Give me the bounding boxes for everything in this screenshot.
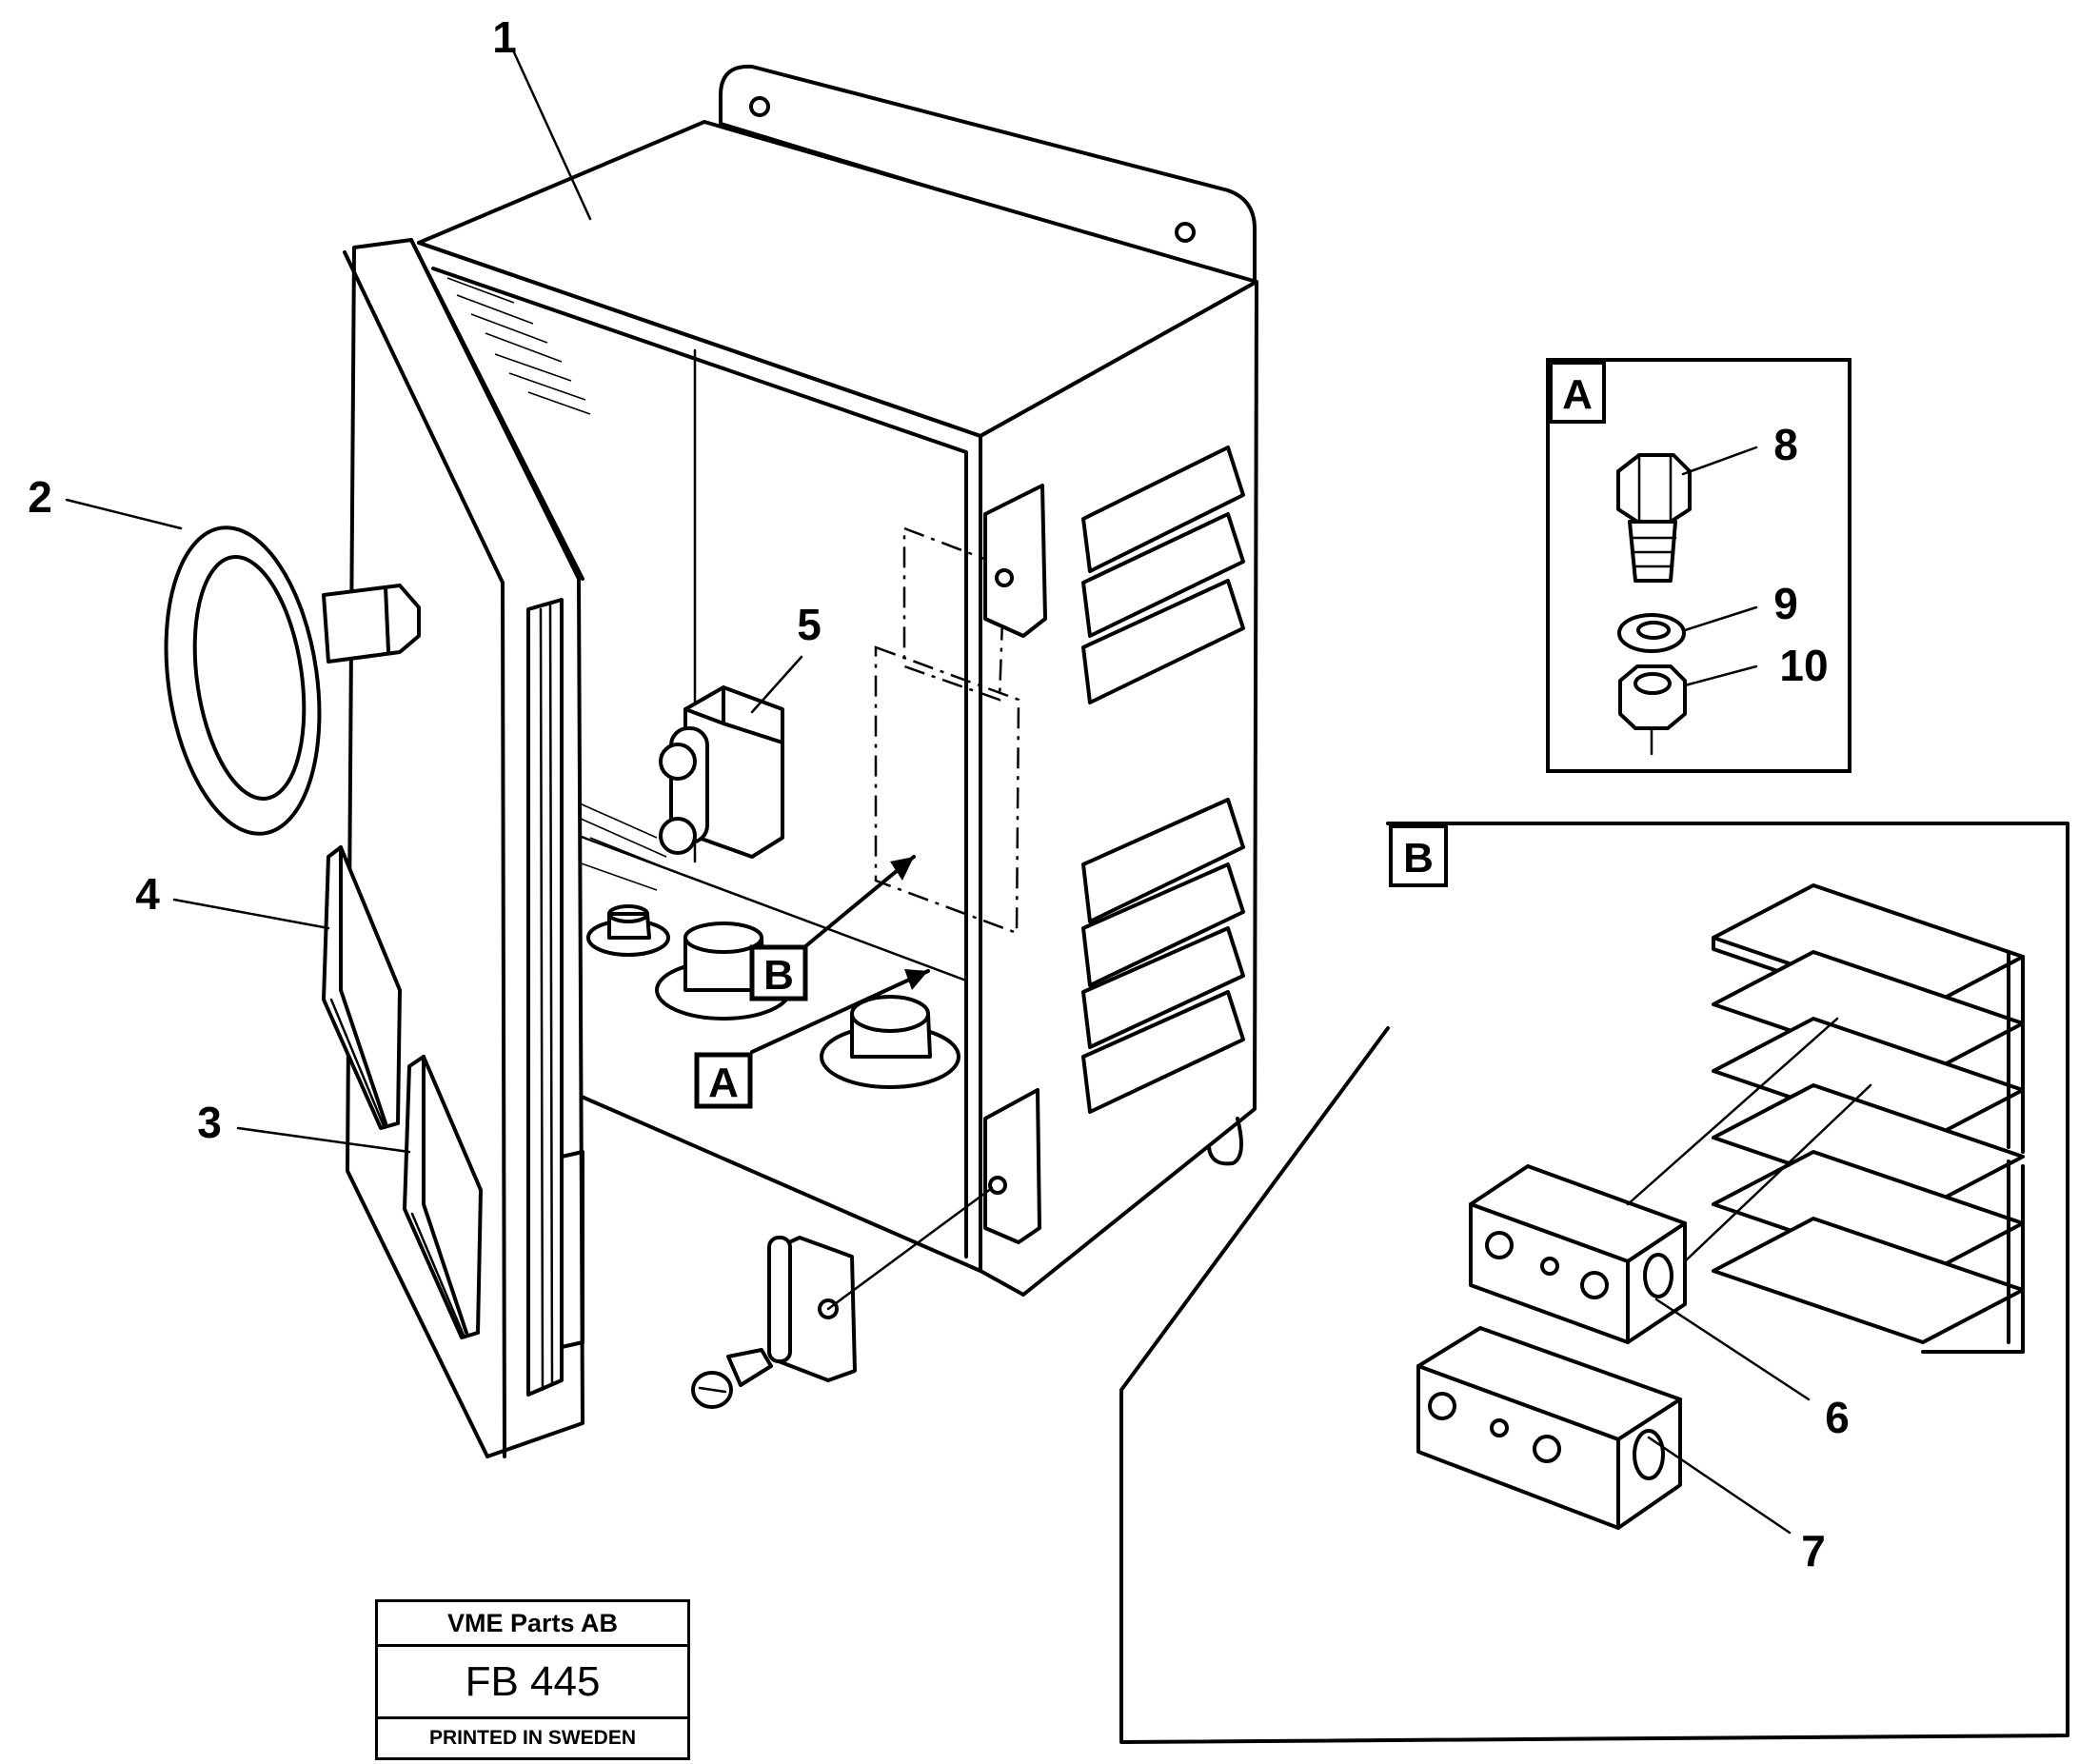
cabinet-housing: [417, 64, 1258, 1297]
detail-a-panel: A: [1546, 358, 1851, 773]
detail-b-panel: B: [1119, 822, 2069, 1744]
callout-7: 7: [1801, 1526, 1826, 1576]
title-block-printed: PRINTED IN SWEDEN: [428, 1727, 636, 1749]
callout-8: 8: [1773, 420, 1798, 469]
title-block-company: VME Parts AB: [378, 1602, 687, 1647]
callout-1: 1: [492, 12, 517, 62]
detail-b-label: B: [1403, 835, 1434, 882]
terminal-block-7: [1416, 1326, 1682, 1530]
callout-numbers: 1 2 3 4 5 6 7 8 9 10: [28, 12, 1850, 1576]
title-block: VME Parts AB FB 445 PRINTED IN SWEDEN: [375, 1599, 690, 1760]
switch-component: [659, 685, 784, 859]
detail-a-label: A: [1562, 371, 1593, 418]
leader-lines: [65, 50, 994, 1311]
reference-label-b: B: [763, 952, 794, 999]
interior-shading: [446, 277, 667, 891]
reference-box-b: B: [749, 944, 808, 1001]
door-hinge: [691, 1236, 857, 1409]
louvre-vents: [1081, 446, 1245, 1114]
callout-4: 4: [135, 869, 160, 919]
reference-box-a: A: [694, 1052, 753, 1109]
callout-2: 2: [28, 472, 52, 522]
callout-5: 5: [797, 600, 822, 649]
callout-3: 3: [197, 1098, 222, 1147]
component-outline-upper: [902, 526, 1006, 702]
callout-6: 6: [1825, 1393, 1850, 1442]
reference-label-a: A: [708, 1060, 739, 1106]
cable-glands: [586, 904, 960, 1089]
callout-10: 10: [1779, 641, 1828, 690]
terminal-block-6: [1469, 1164, 1687, 1344]
callout-9: 9: [1773, 579, 1798, 628]
label-plate-4: [322, 845, 402, 1130]
door-handle-ring: [164, 525, 421, 836]
busbar-stack: [1712, 883, 2025, 1354]
label-plate-3: [403, 1055, 483, 1339]
component-outline-lower: [874, 645, 1020, 935]
title-block-code: FB 445: [378, 1647, 687, 1719]
